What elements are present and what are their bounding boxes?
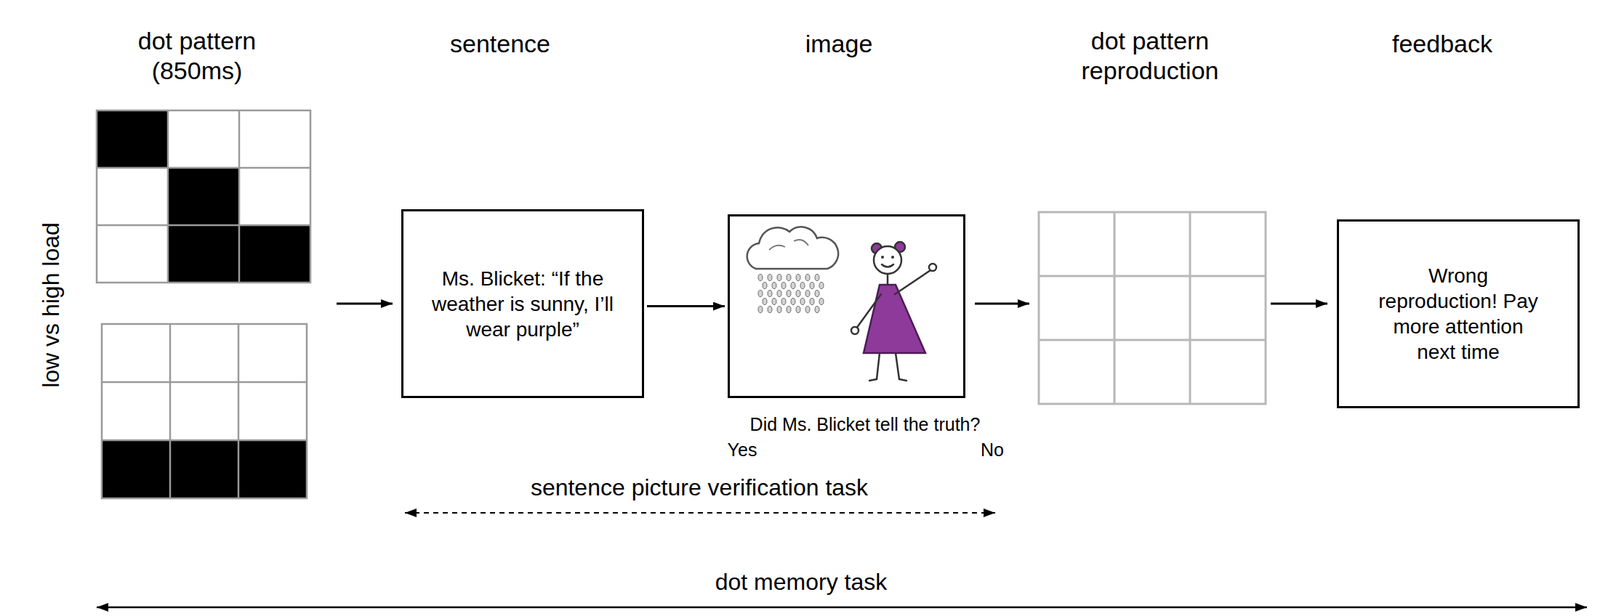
rain-cloud (747, 226, 839, 313)
reproduction-grid (1038, 212, 1266, 405)
span-label: dot memory task (715, 568, 888, 597)
answer-option: Yes (727, 439, 758, 461)
dot-pattern-grid (96, 110, 311, 283)
answer-option: No (980, 439, 1004, 461)
feedback-text: Wrong reproduction! Pay more attention n… (1375, 263, 1542, 365)
span-arrow (96, 606, 1587, 610)
sentence-box: Ms. Blicket: “If the weather is sunny, I… (401, 209, 645, 399)
image-box: Did Ms. Blicket tell the truth?YesNo (727, 214, 966, 399)
stage-heading: sentence (449, 29, 551, 59)
stage-heading: dot pattern (850ms) (109, 26, 285, 86)
girl-figure (851, 242, 937, 381)
feedback-box: Wrong reproduction! Pay more attention n… (1336, 219, 1580, 409)
question-text: Did Ms. Blicket tell the truth? (750, 414, 981, 436)
stage-heading: image (805, 29, 874, 59)
span-arrow (404, 512, 996, 514)
stage-heading: feedback (1392, 29, 1493, 59)
stage-heading: dot pattern reproduction (1044, 26, 1256, 86)
dot-pattern-grid (101, 324, 307, 499)
flow-arrow (646, 305, 725, 308)
sentence-text: Ms. Blicket: “If the weather is sunny, I… (422, 266, 623, 343)
span-label: sentence picture verification task (530, 473, 868, 502)
load-axis-label: low vs high load (37, 222, 65, 389)
